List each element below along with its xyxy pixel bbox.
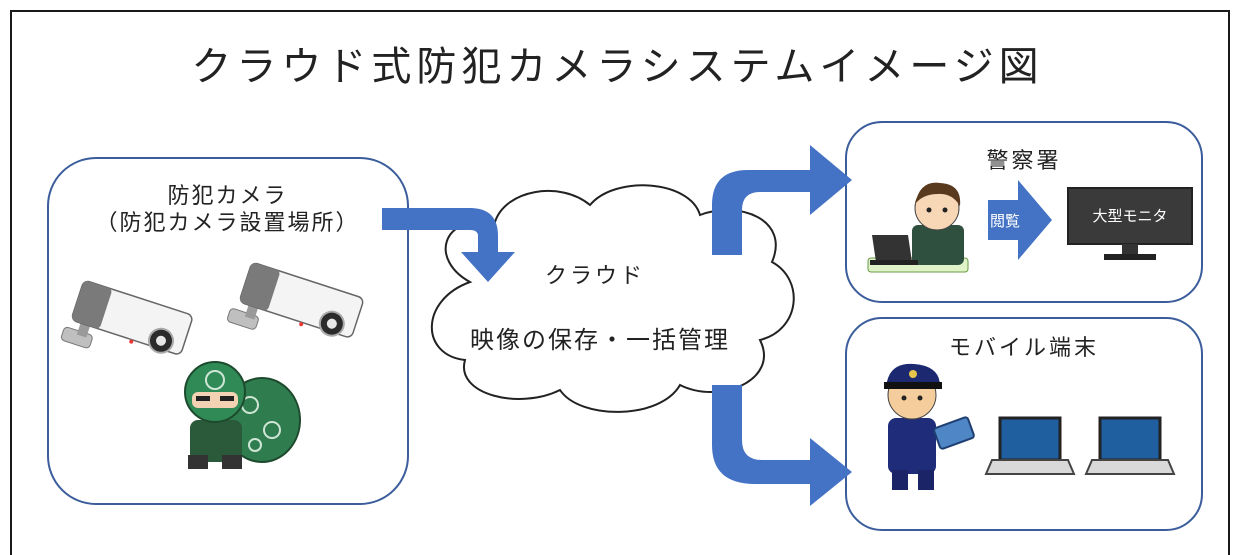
mobile-terminal-title: モバイル端末 (948, 336, 1099, 361)
laptop-icon (1084, 416, 1176, 475)
security-camera-icon (60, 280, 193, 355)
outer-frame (10, 10, 1230, 555)
cloud-shape (430, 184, 795, 413)
laptop-icon (984, 416, 1076, 475)
cloud-label: クラウド (544, 264, 645, 289)
view-arrow-label: 閲覧 (990, 212, 1021, 230)
thief-icon (184, 361, 301, 469)
view-arrow (988, 180, 1052, 260)
officer-at-laptop-icon (867, 182, 969, 273)
police-station-title: 警察署 (986, 149, 1062, 174)
police-officer-with-tablet-icon (884, 363, 975, 490)
diagram-title: クラウド式防犯カメラシステムイメージ図 (191, 44, 1044, 90)
camera-location-box (47, 157, 409, 505)
monitor-icon (1067, 187, 1193, 260)
arrow-camera-to-cloud (382, 208, 515, 282)
camera-box-title: 防犯カメラ (167, 184, 288, 209)
camera-box-subtitle: （防犯カメラ設置場所） (95, 211, 360, 236)
cloud-description: 映像の保存・一括管理 (470, 326, 730, 354)
arrow-cloud-to-mobile (712, 385, 852, 506)
monitor-label: 大型モニタ (1092, 207, 1168, 225)
arrow-cloud-to-police (712, 145, 852, 255)
security-camera-icon (227, 262, 364, 338)
